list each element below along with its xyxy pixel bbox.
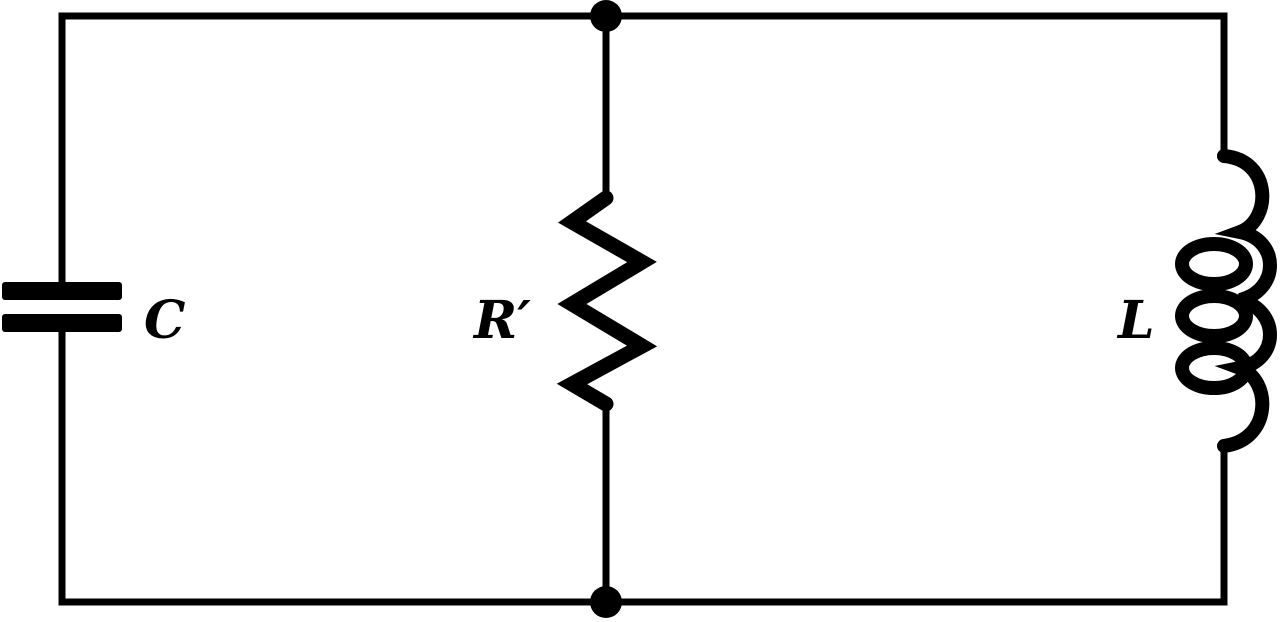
inductor-loop-1 [1175, 237, 1253, 291]
inductor-coil [1175, 149, 1277, 453]
capacitor [2, 282, 122, 332]
top-junction-dot [590, 0, 622, 32]
capacitor-label: C [144, 290, 185, 351]
inductor-label: L [1116, 290, 1155, 351]
inductor-loop-2 [1175, 289, 1253, 343]
capacitor-plate-bottom [2, 314, 122, 332]
inductor-loop-3 [1175, 341, 1253, 395]
capacitor-plate-top [2, 282, 122, 300]
bottom-junction-dot [590, 586, 622, 618]
resistor-label: R′ [472, 290, 531, 351]
wires [58, 12, 1228, 606]
resistor-zigzag [556, 190, 658, 412]
